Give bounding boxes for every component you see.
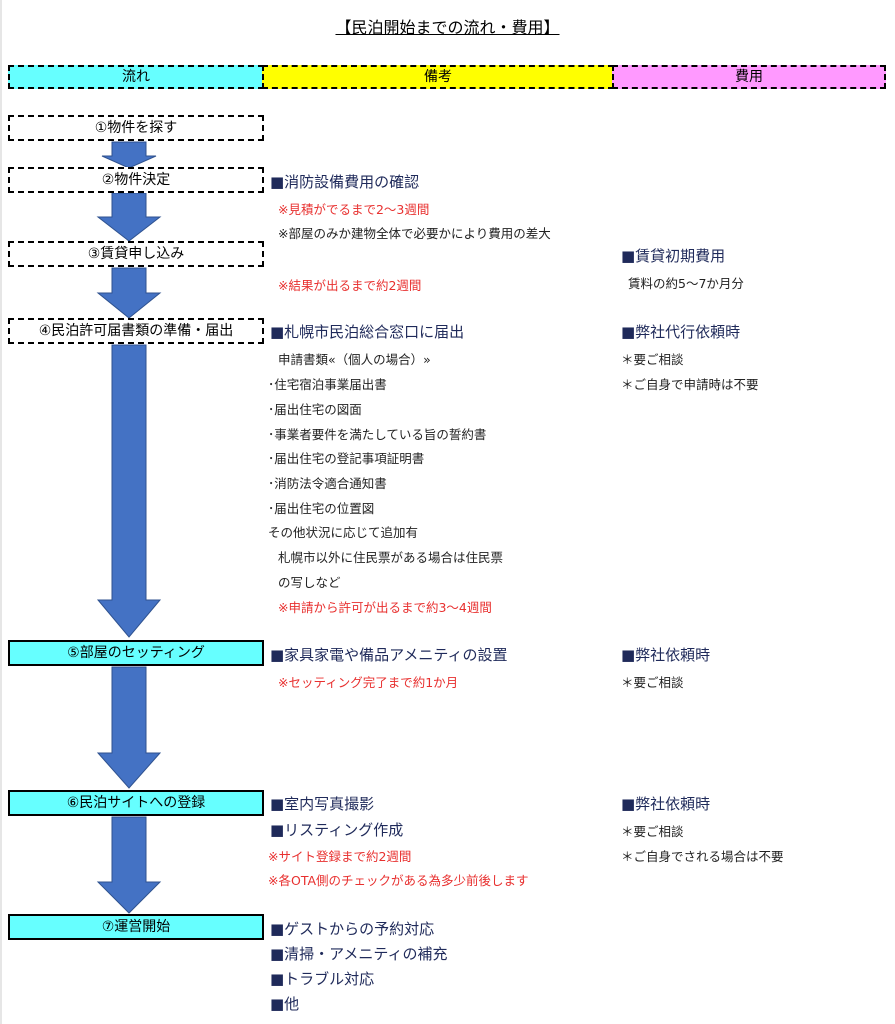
cost-c6-sub: ＊要ご相談 <box>621 824 684 839</box>
note-s4-heading: ■札幌市民泊総合窓口に届出 <box>270 323 465 341</box>
cost-c3-heading: ■賃貸初期費用 <box>621 247 726 265</box>
note-s7-item: ■ゲストからの予約対応 <box>270 920 435 938</box>
cost-c4-sub: ＊ご自身で申請時は不要 <box>621 377 759 392</box>
note-s6-red: ※サイト登録まで約2週間 <box>268 849 412 864</box>
note-s7-item: ■トラブル対応 <box>270 970 375 988</box>
cost-c5-heading: ■弊社依頼時 <box>621 646 711 664</box>
note-s2-sub: ※部屋のみか建物全体で必要かにより費用の差大 <box>278 226 551 241</box>
page-left-border <box>0 0 2 1024</box>
arrow-1-2 <box>101 141 157 169</box>
note-s7-item: ■清掃・アメニティの補充 <box>270 945 448 963</box>
note-s4-line: の写しなど <box>278 575 341 590</box>
header-notes: 備考 <box>262 65 614 89</box>
note-s4-red: ※申請から許可が出るまで約3～4週間 <box>278 600 492 615</box>
cost-c6-heading: ■弊社依頼時 <box>621 795 711 813</box>
note-s4-line: ･消防法令適合通知書 <box>268 476 387 491</box>
note-s7-item: ■他 <box>270 995 300 1013</box>
step-4-permit-documents: ④民泊許可届書類の準備・届出 <box>8 318 264 344</box>
note-s4-line: 申請書類«（個人の場合）» <box>278 352 431 367</box>
note-s4-line: その他状況に応じて追加有 <box>268 525 419 540</box>
header-flow: 流れ <box>8 65 264 89</box>
cost-c4-heading: ■弊社代行依頼時 <box>621 323 741 341</box>
step-1-find-property: ①物件を探す <box>8 115 264 141</box>
note-s6-red: ※各OTA側のチェックがある為多少前後します <box>268 873 529 888</box>
step-7-start-operation: ⑦運営開始 <box>8 914 264 940</box>
arrow-2-3 <box>96 192 162 242</box>
arrow-3-4 <box>96 267 162 319</box>
note-s6-heading-listing: ■リスティング作成 <box>270 821 404 839</box>
cost-c5-sub: ＊要ご相談 <box>621 675 684 690</box>
note-s6-heading-photo: ■室内写真撮影 <box>270 795 375 813</box>
note-s4-line: ･事業者要件を満たしている旨の誓約書 <box>268 427 487 442</box>
step-6-site-registration: ⑥民泊サイトへの登録 <box>8 790 264 816</box>
arrow-6-7 <box>96 816 162 914</box>
note-s2-heading: ■消防設備費用の確認 <box>270 173 420 191</box>
cost-c3-sub: 賃料の約5～7か月分 <box>628 276 744 291</box>
note-s4-line: ･届出住宅の登記事項証明書 <box>268 451 425 466</box>
cost-c4-sub: ＊要ご相談 <box>621 352 684 367</box>
note-s5-heading: ■家具家電や備品アメニティの設置 <box>270 646 508 664</box>
arrow-5-6 <box>96 666 162 789</box>
header-cost: 費用 <box>612 65 886 89</box>
note-s4-line: ･届出住宅の位置図 <box>268 501 375 516</box>
arrow-4-5 <box>96 344 162 638</box>
note-s4-line: ･住宅宿泊事業届出書 <box>268 377 387 392</box>
note-s4-line: ･届出住宅の図面 <box>268 402 362 417</box>
step-5-room-setting: ⑤部屋のセッティング <box>8 640 264 666</box>
page-title: 【民泊開始までの流れ・費用】 <box>335 18 560 37</box>
step-2-property-decided: ②物件決定 <box>8 167 264 193</box>
note-s5-red: ※セッティング完了まで約1か月 <box>278 675 459 690</box>
note-s3-red: ※結果が出るまで約2週間 <box>278 278 422 293</box>
step-3-rental-application: ③賃貸申し込み <box>8 241 264 267</box>
note-s4-line: 札幌市以外に住民票がある場合は住民票 <box>278 550 504 565</box>
note-s2-red: ※見積がでるまで2～3週間 <box>278 202 430 217</box>
cost-c6-sub: ＊ご自身でされる場合は不要 <box>621 849 784 864</box>
